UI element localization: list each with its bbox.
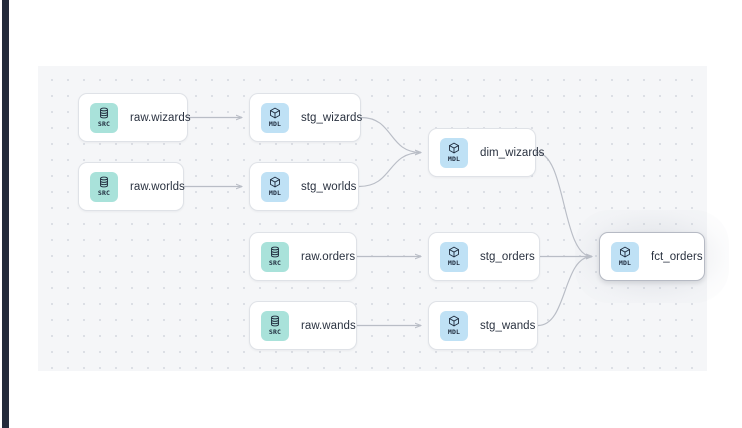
lineage-node-stg_wands[interactable]: MDL stg_wands [428,301,538,350]
lineage-node-stg_orders[interactable]: MDL stg_orders [428,232,540,281]
lineage-node-dim_wizards[interactable]: MDL dim_wizards [428,128,544,177]
node-type-code: MDL [447,259,461,267]
cube-icon: MDL [440,310,468,341]
node-type-code: MDL [447,328,461,336]
cube-icon: MDL [261,171,289,202]
node-label: stg_orders [480,250,535,263]
database-icon: SRC [261,310,289,341]
database-icon: SRC [90,102,118,133]
cube-icon: MDL [261,102,289,133]
database-icon: SRC [90,171,118,202]
database-icon: SRC [261,241,289,272]
lineage-node-raw_orders[interactable]: SRC raw.orders [249,232,357,281]
lineage-node-fct_orders[interactable]: MDL fct_orders [599,232,705,281]
node-label: raw.wizards [130,111,191,124]
cube-icon: MDL [440,241,468,272]
node-label: raw.orders [301,250,356,263]
cube-icon: MDL [611,241,639,272]
node-label: stg_wizards [301,111,363,124]
node-type-code: MDL [618,259,632,267]
node-label: fct_orders [651,250,703,263]
node-type-code: SRC [97,189,111,197]
lineage-node-stg_wizards[interactable]: MDL stg_wizards [249,93,363,142]
node-label: raw.wands [301,319,356,332]
node-type-code: SRC [268,259,282,267]
app-sidebar-rail [2,0,9,428]
node-label: dim_wizards [480,146,545,159]
node-type-code: MDL [268,120,282,128]
lineage-node-stg_worlds[interactable]: MDL stg_worlds [249,162,359,211]
node-type-code: MDL [268,189,282,197]
lineage-node-raw_worlds[interactable]: SRC raw.worlds [78,162,185,211]
lineage-node-raw_wands[interactable]: SRC raw.wands [249,301,357,350]
node-type-code: SRC [97,120,111,128]
node-type-code: SRC [268,328,282,336]
node-label: stg_wands [480,319,536,332]
cube-icon: MDL [440,137,468,168]
node-type-code: MDL [447,155,461,163]
lineage-node-raw_wizards[interactable]: SRC raw.wizards [78,93,191,142]
node-label: stg_worlds [301,180,357,193]
node-label: raw.worlds [130,180,185,193]
